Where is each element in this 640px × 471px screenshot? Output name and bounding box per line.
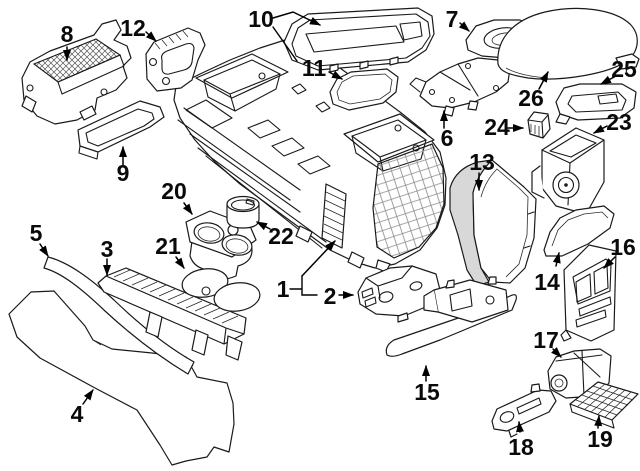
callout-label-20: 20 (161, 178, 187, 204)
callout-arrow-20 (182, 202, 193, 215)
callout-label-26: 26 (518, 85, 544, 111)
part-5-console-side-spear (43, 256, 195, 375)
callout-arrow-21 (174, 256, 185, 269)
part-3-console-panel-ribbed (97, 267, 247, 361)
callout-label-2: 2 (324, 283, 337, 309)
callout-label-16: 16 (610, 234, 636, 260)
callouts: 1 2 3 4 5 6 7 8 9 10 11 12 13 14 15 16 (30, 6, 637, 460)
callout-label-9: 9 (117, 160, 130, 186)
callout-label-4: 4 (71, 401, 84, 427)
part-8-front-bracket (21, 19, 132, 125)
callout-bracket-1 (289, 275, 318, 296)
callout-arrow-25 (600, 75, 617, 85)
callout-arrow-22 (256, 221, 271, 231)
part-6-mounting-bracket (409, 57, 511, 117)
callout-label-1: 1 (277, 276, 290, 302)
part-15-lower-rear-trim (385, 276, 517, 357)
part-9-console-tray-mat (77, 100, 165, 160)
callout-label-17: 17 (533, 327, 559, 353)
part-12-trim-plate (145, 27, 206, 92)
part-16-rear-faceplate (560, 244, 617, 342)
callout-arrow-12 (145, 31, 157, 42)
callout-label-14: 14 (534, 269, 560, 295)
callout-label-23: 23 (606, 109, 632, 135)
callout-arrow-5 (39, 243, 49, 257)
callout-arrow-10 (272, 11, 321, 26)
part-25-lid-cover (555, 83, 637, 125)
callout-leader-10 (272, 26, 298, 62)
part-26-armrest-lid (497, 7, 640, 80)
callout-arrow-19 (594, 415, 603, 429)
callout-arrow-26 (538, 71, 549, 90)
part-24-latch (527, 111, 551, 139)
part-10-top-finish-panel (283, 7, 435, 73)
callout-arrow-14 (552, 252, 561, 267)
callout-label-21: 21 (155, 233, 181, 259)
callout-arrow-17 (551, 347, 562, 358)
callout-arrow-11 (328, 70, 343, 80)
part-11-liner-mat (329, 68, 399, 111)
callout-label-10: 10 (248, 6, 274, 32)
part-23-storage-bin (531, 127, 605, 215)
callout-label-3: 3 (101, 236, 114, 262)
callout-arrow-16 (603, 256, 616, 269)
callout-arrow-18 (516, 421, 524, 433)
part-19-grid-mat (569, 381, 639, 429)
callout-label-13: 13 (469, 149, 495, 175)
callout-arrow-4 (82, 389, 94, 405)
callout-arrow-1 (301, 240, 336, 277)
part-21-cupholder-gasket (181, 268, 261, 312)
callout-label-19: 19 (587, 426, 613, 452)
callout-label-12: 12 (120, 15, 146, 41)
part-13-rear-trim-panel (449, 159, 537, 287)
callout-label-15: 15 (414, 379, 440, 405)
callout-label-5: 5 (30, 220, 43, 246)
callout-label-25: 25 (611, 56, 637, 82)
callout-label-24: 24 (484, 114, 510, 140)
callout-arrow-23 (593, 124, 608, 134)
callout-label-7: 7 (446, 6, 459, 32)
callout-label-11: 11 (302, 55, 327, 81)
part-22-ashtray-cup (226, 195, 260, 229)
callout-label-22: 22 (268, 223, 294, 249)
callout-label-6: 6 (441, 125, 454, 151)
callout-label-18: 18 (508, 434, 534, 460)
callout-label-8: 8 (61, 21, 74, 47)
callout-arrow-7 (458, 21, 470, 32)
part-18-lower-trim (491, 383, 557, 438)
